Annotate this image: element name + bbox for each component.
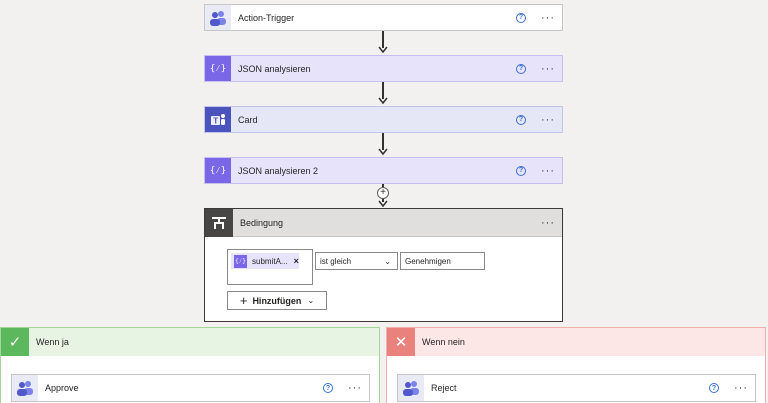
json-parse-icon: {⁄}: [234, 254, 247, 268]
step-json-analysieren-2[interactable]: {⁄} JSON analysieren 2 ? ···: [204, 157, 563, 184]
step-title: JSON analysieren 2: [238, 165, 319, 176]
chevron-down-icon: ⌄: [384, 257, 391, 266]
more-options-icon[interactable]: ···: [541, 62, 555, 75]
more-options-icon[interactable]: ···: [541, 11, 555, 24]
step-json-analysieren[interactable]: {⁄} JSON analysieren ? ···: [204, 55, 563, 82]
teams-people-icon: [398, 375, 424, 401]
token-label: submitA...: [252, 256, 288, 266]
operator-value: ist gleich: [320, 256, 352, 266]
dynamic-content-token[interactable]: {⁄} submitA... ×: [231, 253, 299, 269]
condition-header[interactable]: Bedingung ···: [205, 208, 562, 237]
arrowhead-icon: [378, 200, 388, 208]
operator-select[interactable]: ist gleich ⌄: [315, 252, 398, 270]
step-title: Card: [238, 114, 258, 125]
step-title: Approve: [45, 383, 79, 393]
step-action-trigger[interactable]: Action-Trigger ? ···: [204, 4, 563, 31]
arrowhead-icon: [378, 97, 388, 105]
more-options-icon[interactable]: ···: [541, 216, 555, 229]
teams-people-icon: [205, 5, 231, 30]
step-title: Action-Trigger: [238, 12, 295, 23]
teams-people-icon: [12, 375, 38, 401]
svg-text:T: T: [213, 116, 218, 125]
more-options-icon[interactable]: ···: [734, 382, 748, 394]
condition-icon: [205, 208, 233, 237]
connector-arrow: [382, 31, 384, 48]
more-options-icon[interactable]: ···: [348, 382, 362, 394]
json-parse-icon: {⁄}: [205, 56, 231, 81]
help-icon[interactable]: ?: [323, 383, 333, 393]
close-icon: ✕: [387, 328, 415, 356]
more-options-icon[interactable]: ···: [541, 113, 555, 126]
condition-value: Genehmigen: [405, 256, 451, 266]
step-card[interactable]: T Card ? ···: [204, 106, 563, 133]
branch-title: Wenn nein: [422, 337, 465, 347]
condition-block: Bedingung ··· {⁄} submitA... × ist gleic…: [204, 208, 563, 322]
step-reject[interactable]: Reject ? ···: [397, 374, 756, 402]
teams-logo-icon: T: [205, 107, 231, 132]
add-button-label: Hinzufügen: [252, 295, 302, 306]
json-parse-icon: {⁄}: [205, 158, 231, 183]
help-icon[interactable]: ?: [516, 12, 526, 23]
condition-left-operand[interactable]: {⁄} submitA... ×: [227, 249, 313, 285]
help-icon[interactable]: ?: [516, 63, 526, 74]
condition-title: Bedingung: [240, 217, 284, 228]
step-approve[interactable]: Approve ? ···: [11, 374, 370, 402]
connector-arrow: [382, 133, 384, 150]
branch-no-header[interactable]: ✕ Wenn nein: [387, 328, 765, 356]
more-options-icon[interactable]: ···: [541, 164, 555, 177]
arrowhead-icon: [378, 46, 388, 54]
branch-yes: ✓ Wenn ja: [0, 327, 380, 403]
chevron-down-icon: ⌄: [307, 296, 315, 305]
remove-token-icon[interactable]: ×: [293, 256, 299, 266]
step-title: JSON analysieren: [238, 63, 311, 74]
help-icon[interactable]: ?: [709, 383, 719, 393]
add-condition-button[interactable]: + Hinzufügen ⌄: [227, 291, 327, 310]
help-icon[interactable]: ?: [516, 114, 526, 125]
checkmark-icon: ✓: [1, 328, 29, 356]
arrowhead-icon: [378, 148, 388, 156]
insert-step-plus-icon[interactable]: +: [377, 187, 389, 199]
branch-title: Wenn ja: [36, 337, 69, 347]
connector-arrow: [382, 82, 384, 99]
help-icon[interactable]: ?: [516, 165, 526, 176]
condition-value-input[interactable]: Genehmigen: [400, 252, 485, 270]
branch-yes-header[interactable]: ✓ Wenn ja: [1, 328, 379, 356]
step-title: Reject: [431, 383, 457, 393]
plus-icon: +: [239, 293, 248, 308]
